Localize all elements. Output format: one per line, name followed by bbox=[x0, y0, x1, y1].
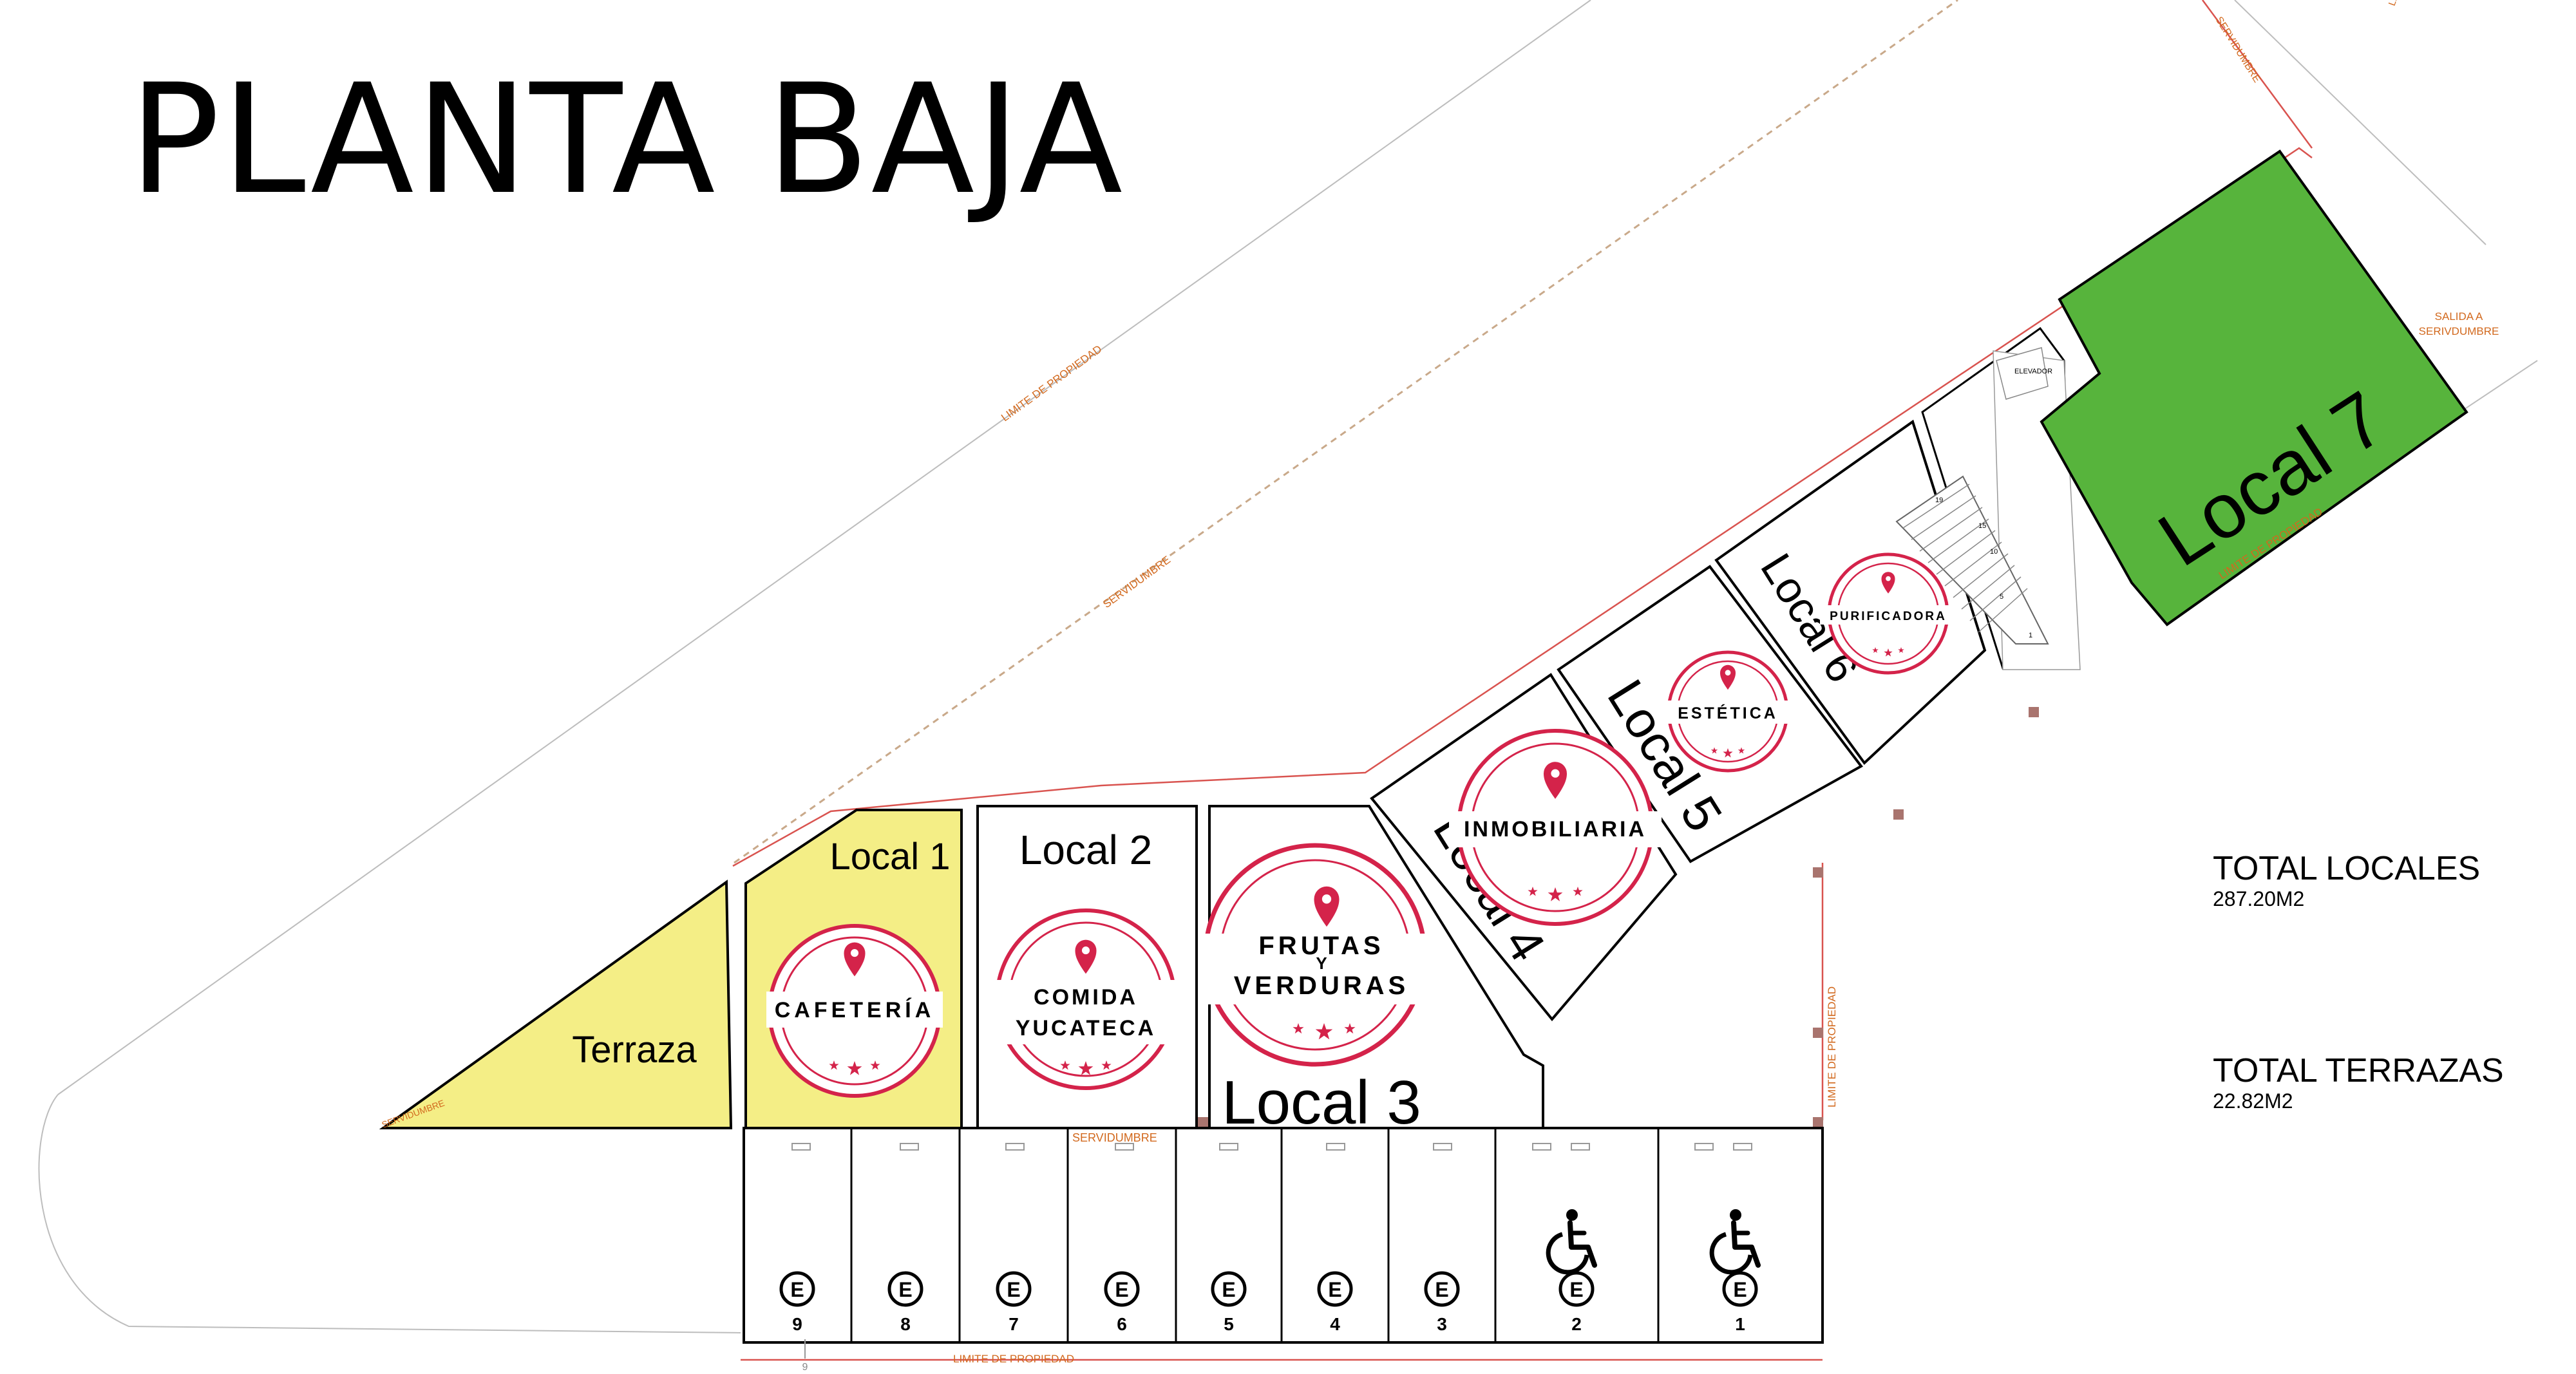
inmobiliaria-badge: INMOBILIARIA bbox=[1449, 729, 1662, 926]
easement-line bbox=[734, 0, 1958, 864]
verduras-text: VERDURAS bbox=[1234, 972, 1409, 1000]
parking-marker-icon bbox=[1722, 1271, 1758, 1307]
parking-space-6: E6 bbox=[1104, 1271, 1140, 1334]
local-7-area bbox=[2040, 149, 2468, 626]
local-2-label: Local 2 bbox=[1019, 827, 1152, 873]
stair-step-15: 15 bbox=[1978, 522, 1986, 530]
cafeteria-badge: CAFETERÍA bbox=[766, 924, 943, 1098]
limite-propiedad-label-top-right: LIMITE DE PROPIEDAD bbox=[2387, 0, 2434, 7]
comida-yucateca-badge: COMIDA YUCATECA bbox=[992, 908, 1180, 1090]
total-locales-label: TOTAL LOCALES bbox=[2213, 850, 2481, 887]
stair-step-1: 1 bbox=[2029, 632, 2032, 639]
frutas-y-text: Y bbox=[1316, 954, 1327, 973]
parking-marker-icon bbox=[1211, 1271, 1247, 1307]
servidumbre-label-top-right: SERVIDUMBRE bbox=[2213, 15, 2262, 84]
salida-label-2: SERIVDUMBRE bbox=[2419, 325, 2499, 337]
parking-space-number: 9 bbox=[792, 1314, 802, 1334]
stair-step-5: 5 bbox=[2000, 593, 2003, 601]
parking-lot bbox=[743, 1127, 1824, 1344]
elevador-label: ELEVADOR bbox=[2014, 368, 2052, 375]
parking-marker-letter: E bbox=[1328, 1278, 1341, 1301]
parking-marker-letter: E bbox=[1435, 1278, 1448, 1301]
local-3-label: Local 3 bbox=[1222, 1068, 1421, 1137]
parking-space-2: E2 bbox=[1548, 1209, 1595, 1334]
purificadora-text: PURIFICADORA bbox=[1830, 610, 1947, 623]
estetica-text: ESTÉTICA bbox=[1678, 704, 1778, 722]
estetica-badge: ESTÉTICA bbox=[1662, 650, 1794, 773]
parking-space-number: 1 bbox=[1735, 1314, 1745, 1334]
servidumbre-label-parking: SERVIDUMBRE bbox=[1072, 1131, 1157, 1144]
page-title: PLANTA BAJA bbox=[129, 52, 1124, 228]
parking-space-number: 4 bbox=[1330, 1314, 1340, 1334]
limite-propiedad-label-top: LIMITE DE PROPIEDAD bbox=[999, 343, 1104, 424]
yucateca-text: YUCATECA bbox=[1016, 1016, 1156, 1040]
parking-space-8: E8 bbox=[887, 1271, 923, 1334]
parking-marker-icon bbox=[887, 1271, 923, 1307]
parking-marker-icon bbox=[996, 1271, 1032, 1307]
parking-space-1: E1 bbox=[1712, 1209, 1758, 1334]
parking-space-number: 7 bbox=[1009, 1314, 1019, 1334]
parking-marker-icon bbox=[1558, 1271, 1595, 1307]
parking-space-number: 2 bbox=[1571, 1314, 1582, 1334]
site-outline bbox=[38, 0, 2538, 1333]
parking-space-4: E4 bbox=[1317, 1271, 1353, 1334]
stair-step-19: 19 bbox=[1935, 496, 1943, 504]
terraza-label: Terraza bbox=[572, 1029, 697, 1071]
parking-marker-icon bbox=[1317, 1271, 1353, 1307]
total-locales: TOTAL LOCALES 287.20M2 bbox=[2213, 851, 2480, 911]
total-terrazas-label: TOTAL TERRAZAS bbox=[2213, 1052, 2504, 1089]
parking-marker-icon bbox=[779, 1271, 815, 1307]
local-1-label: Local 1 bbox=[829, 836, 950, 878]
total-terrazas-value: 22.82M2 bbox=[2213, 1089, 2293, 1113]
salida-label-1: SALIDA A bbox=[2435, 310, 2483, 323]
parking-marker-letter: E bbox=[898, 1278, 912, 1301]
frutas-text: FRUTAS bbox=[1258, 932, 1384, 960]
parking-marker-letter: E bbox=[1569, 1278, 1583, 1301]
property-line bbox=[732, 0, 2313, 1361]
terraza-area bbox=[379, 880, 733, 1129]
parking-marker-letter: E bbox=[1115, 1278, 1128, 1301]
parking-space-number: 3 bbox=[1437, 1314, 1447, 1334]
parking-space-3: E3 bbox=[1424, 1271, 1460, 1334]
parking-marker-letter: E bbox=[1007, 1278, 1020, 1301]
cafeteria-text: CAFETERÍA bbox=[775, 998, 935, 1022]
parking-extra-mark: 9 bbox=[802, 1362, 808, 1373]
total-terrazas: TOTAL TERRAZAS 22.82M2 bbox=[2213, 1053, 2504, 1113]
parking-marker-letter: E bbox=[1222, 1278, 1235, 1301]
parking-marker-icon bbox=[1424, 1271, 1460, 1307]
limite-propiedad-label-bottom: LIMITE DE PROPIEDAD bbox=[953, 1353, 1074, 1365]
parking-marker-letter: E bbox=[1733, 1278, 1747, 1301]
parking-space-number: 5 bbox=[1224, 1314, 1234, 1334]
servidumbre-label-diagonal: SERVIDUMBRE bbox=[1101, 554, 1173, 610]
inmobiliaria-text: INMOBILIARIA bbox=[1464, 817, 1647, 842]
frutas-verduras-badge: FRUTAS Y VERDURAS bbox=[1198, 843, 1432, 1067]
comida-text: COMIDA bbox=[1034, 985, 1138, 1010]
parking-space-number: 8 bbox=[900, 1314, 911, 1334]
parking-space-number: 6 bbox=[1117, 1314, 1127, 1334]
limite-propiedad-label-vertical: LIMITE DE PROPIEDAD bbox=[1826, 986, 1838, 1107]
purificadora-badge: PURIFICADORA bbox=[1820, 552, 1956, 675]
parking-marker-icon bbox=[1104, 1271, 1140, 1307]
parking-space-5: E5 bbox=[1211, 1271, 1247, 1334]
parking-space-7: E7 bbox=[996, 1271, 1032, 1334]
boundary-markers bbox=[1198, 707, 2039, 1127]
parking-marker-letter: E bbox=[790, 1278, 804, 1301]
parking-space-9: E9 bbox=[779, 1271, 815, 1334]
stair-step-10: 10 bbox=[1990, 548, 1998, 556]
total-locales-value: 287.20M2 bbox=[2213, 887, 2305, 910]
